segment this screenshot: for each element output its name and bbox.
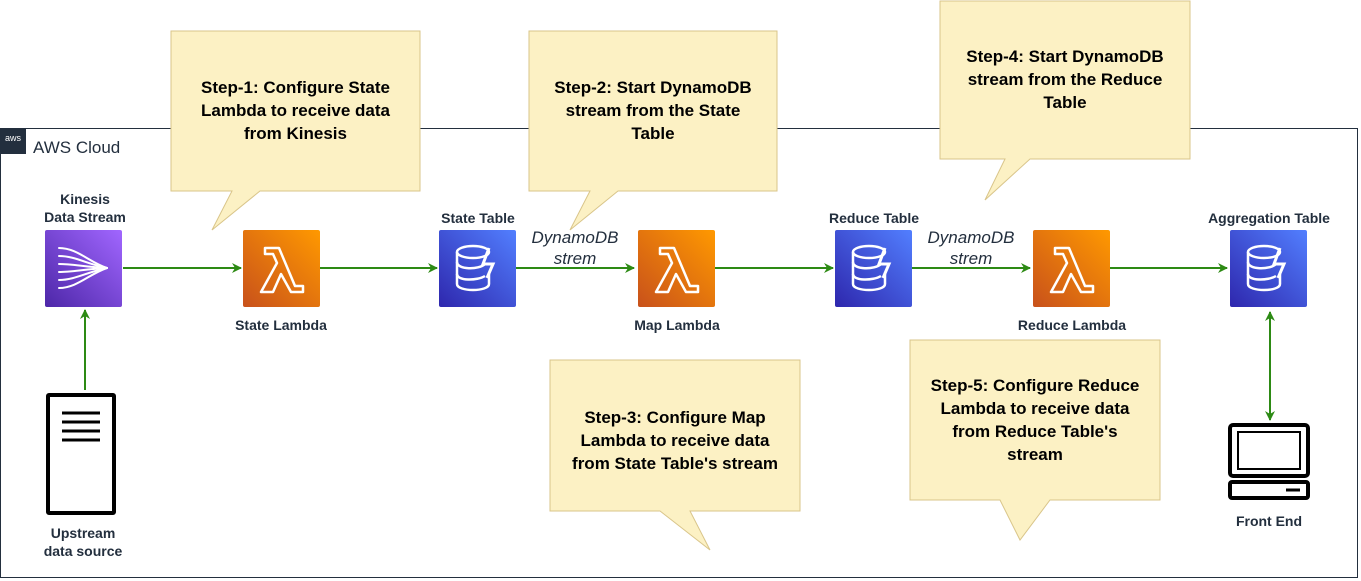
note-step1: Step-1: Configure State Lambda to receiv… bbox=[201, 78, 390, 143]
note-step4: Step-4: Start DynamoDB stream from the R… bbox=[966, 47, 1164, 112]
kinesis-label: Kinesis Data Stream bbox=[44, 191, 126, 225]
edge-label-dynamodb-stream-1: DynamoDB strem bbox=[531, 228, 619, 268]
reduce-table-label: Reduce Table bbox=[829, 210, 919, 226]
note-step1-shape bbox=[170, 30, 421, 231]
note-step2: Step-2: Start DynamoDB stream from the S… bbox=[554, 78, 752, 143]
note-step2-shape bbox=[528, 30, 778, 231]
note-step5: Step-5: Configure Reduce Lambda to recei… bbox=[930, 376, 1140, 464]
aws-logo-icon: aws bbox=[0, 128, 26, 154]
kinesis-data-stream-icon bbox=[45, 230, 122, 307]
upstream-label: Upstream data source bbox=[43, 525, 123, 559]
lambda-icon bbox=[638, 230, 715, 307]
note-step5-shape bbox=[909, 339, 1161, 541]
aws-cloud-title: AWS Cloud bbox=[33, 138, 121, 157]
dynamodb-table-icon bbox=[439, 230, 516, 307]
note-step3: Step-3: Configure Map Lambda to receive … bbox=[572, 408, 778, 473]
dynamodb-table-icon bbox=[1230, 230, 1307, 307]
front-end-label: Front End bbox=[1235, 513, 1303, 529]
state-lambda-label: State Lambda bbox=[235, 317, 327, 333]
lambda-icon bbox=[243, 230, 320, 307]
map-lambda-label: Map Lambda bbox=[634, 317, 720, 333]
note-step4-shape bbox=[939, 0, 1191, 201]
state-table-label: State Table bbox=[441, 210, 515, 226]
note-step3-shape bbox=[549, 359, 801, 551]
dynamodb-table-icon bbox=[835, 230, 912, 307]
lambda-icon bbox=[1033, 230, 1110, 307]
desktop-monitor-icon bbox=[1228, 423, 1310, 500]
reduce-lambda-label: Reduce Lambda bbox=[1017, 317, 1127, 333]
edge-label-dynamodb-stream-2: DynamoDB strem bbox=[927, 228, 1015, 268]
aggregation-table-label: Aggregation Table bbox=[1208, 210, 1330, 226]
server-icon bbox=[46, 393, 116, 515]
